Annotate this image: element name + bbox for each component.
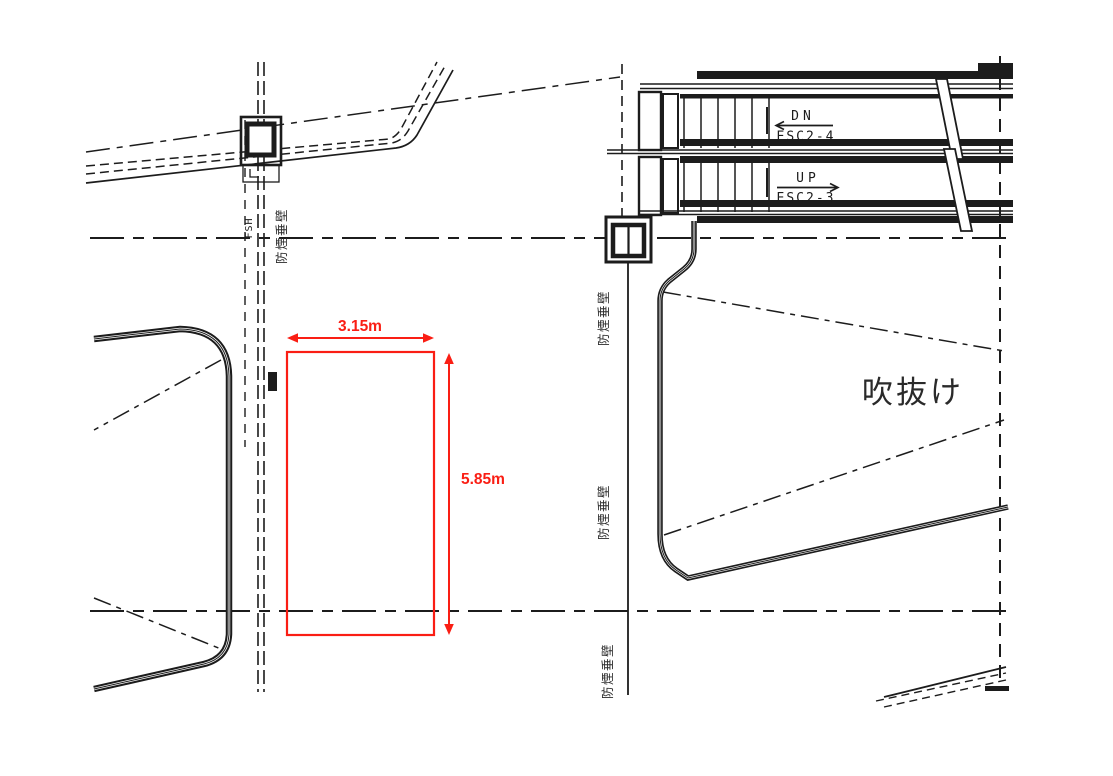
left-void-edge-outer: [93, 325, 233, 693]
escalator-break-lines: [934, 78, 974, 232]
esc-up-landing-outer: [637, 155, 663, 217]
esc-up-bottom-rail-upper: [680, 200, 1013, 207]
smoke-barrier-label-4: 防煙垂壁: [600, 643, 615, 699]
walkway-edge-solid: [85, 69, 454, 184]
width-dim-arrowhead-left: [287, 333, 298, 343]
esc-up-landing-inner: [662, 158, 679, 214]
esc-down-direction-label: DN: [791, 109, 815, 124]
height-dim-arrowhead-bottom: [444, 624, 454, 635]
esc-down-top-corner: [978, 63, 1013, 72]
atrium-diagonal-lower: [663, 419, 1005, 536]
red-dimension-annotation: 3.15m 5.85m: [285, 318, 505, 637]
esc-mid-rail-lower: [680, 156, 1013, 163]
bottom-right-solid: [883, 666, 1007, 698]
esc-down-landing-inner: [662, 93, 679, 149]
bottom-right-edge: [875, 666, 1009, 708]
escalator-down-label-group: DN ESC2-4: [766, 107, 836, 145]
atrium-void-opening: [657, 221, 1009, 581]
esc-up-arrowhead-right: [829, 182, 840, 193]
esc-mid-rail-upper: [680, 139, 1013, 146]
width-dim-arrowhead-right: [423, 333, 434, 343]
width-dim-label: 3.15m: [338, 318, 382, 335]
smoke-barrier-label-3: 防煙垂壁: [596, 484, 611, 540]
esc-down-landing-outer: [637, 90, 663, 152]
esc-up-bottom-rail-lower: [697, 216, 1013, 223]
left-void-diagonal-lower: [93, 597, 222, 650]
height-dim-arrowhead-top: [444, 353, 454, 364]
height-dim-label: 5.85m: [461, 471, 505, 488]
left-void-opening: [93, 325, 233, 693]
bottom-right-tick: [985, 686, 1009, 691]
upper-left-diagonals: [85, 61, 621, 184]
bottom-right-dashed-2: [883, 679, 1007, 708]
smoke-barrier-label-1: 防煙垂壁: [274, 208, 289, 264]
column-left-inner: [244, 121, 277, 158]
text-labels: FSH 防煙垂壁 防煙垂壁 防煙垂壁 防煙垂壁 吹抜け: [244, 208, 964, 699]
bottom-right-dashed-1: [875, 672, 1007, 702]
atrium-edge-center: [659, 221, 1009, 579]
break-slash-upper: [934, 78, 965, 160]
walkway-edge-dashed-1: [85, 65, 446, 175]
column-right: [604, 215, 653, 264]
wall-marker: [268, 372, 277, 391]
escalator-up-unit: [637, 155, 1013, 223]
break-slash-lower: [942, 148, 974, 232]
left-void-edge-center: [93, 328, 230, 690]
column-left-sub-box: [242, 164, 280, 183]
atrium-diagonal-upper: [662, 291, 1005, 352]
left-void-edge-gap: [93, 327, 231, 691]
atrium-label: 吹抜け: [862, 375, 964, 411]
column-left: [239, 115, 283, 183]
left-void-diagonal-upper: [93, 359, 222, 431]
esc-up-name-label: ESC2-3: [777, 191, 836, 206]
esc-up-direction-label: UP: [796, 171, 820, 186]
diagonal-centerline: [85, 76, 621, 153]
column-left-bracket: [249, 169, 259, 178]
fsh-label: FSH: [244, 217, 255, 238]
esc-down-top-rail: [697, 71, 1013, 79]
esc-down-inner-rail: [680, 94, 1013, 99]
measured-area-rect: [285, 350, 436, 637]
esc-down-name-label: ESC2-4: [777, 130, 836, 145]
escalator-up-label-group: UP ESC2-3: [766, 168, 840, 206]
esc-down-arrowhead-left: [774, 120, 785, 131]
smoke-barrier-label-2: 防煙垂壁: [596, 290, 611, 346]
walkway-edge-dashed-2: [85, 61, 438, 167]
